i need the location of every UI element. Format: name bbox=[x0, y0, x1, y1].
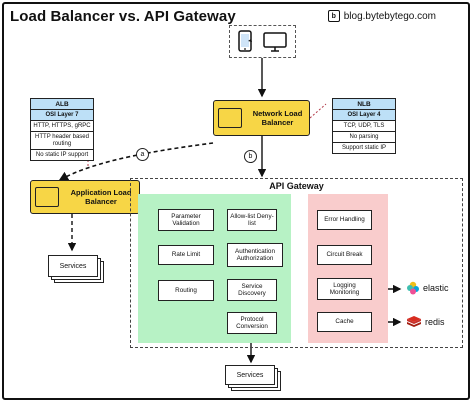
brand[interactable]: b blog.bytebytego.com bbox=[327, 10, 436, 22]
logging-monitoring: Logging Monitoring bbox=[317, 278, 372, 300]
rate-limit: Rate Limit bbox=[158, 245, 214, 265]
alb-card-row: No static IP support bbox=[31, 149, 93, 160]
application-load-balancer-label: Application Load Balancer bbox=[70, 188, 132, 206]
services-bottom: Services bbox=[225, 365, 275, 385]
brand-text: blog.bytebytego.com bbox=[343, 10, 436, 22]
nlb-card-row: TCP, UDP, TLS bbox=[333, 120, 395, 131]
desktop-monitor-icon bbox=[263, 32, 287, 52]
allow-deny-list: Allow-list Deny-list bbox=[227, 209, 277, 231]
api-gateway-title: API Gateway bbox=[269, 181, 324, 191]
nlb-card-row: Support static IP bbox=[333, 142, 395, 153]
services-left: Services bbox=[48, 255, 98, 277]
authentication-authorization: Authentication Authorization bbox=[227, 243, 283, 267]
elastic-logo-icon bbox=[407, 281, 419, 295]
routing: Routing bbox=[158, 280, 214, 301]
redis-label: redis bbox=[425, 317, 445, 327]
clients-icons bbox=[238, 30, 287, 52]
bytebytego-logo-icon: b bbox=[327, 10, 340, 22]
load-balancer-icon bbox=[35, 187, 59, 207]
nlb-card-header: NLB bbox=[333, 99, 395, 109]
mobile-phone-icon bbox=[238, 30, 252, 52]
nlb-card-row: OSI Layer 4 bbox=[333, 109, 395, 120]
application-load-balancer[interactable]: Application Load Balancer bbox=[30, 180, 140, 214]
alb-card-row: HTTP, HTTPS, gRPC bbox=[31, 120, 93, 131]
alb-card-header: ALB bbox=[31, 99, 93, 109]
load-balancer-icon bbox=[218, 108, 242, 128]
diagram-title: Load Balancer vs. API Gateway bbox=[10, 8, 236, 25]
alb-card: ALB OSI Layer 7 HTTP, HTTPS, gRPC HTTP h… bbox=[30, 98, 94, 161]
api-gateway: API Gateway bbox=[130, 178, 463, 348]
nlb-card-row: No parsing bbox=[333, 131, 395, 142]
redis-service: redis bbox=[406, 315, 445, 329]
service-discovery: Service Discovery bbox=[227, 279, 277, 301]
alb-card-row: HTTP header based routing bbox=[31, 131, 93, 149]
parameter-validation: Parameter Validation bbox=[158, 209, 214, 231]
cache: Cache bbox=[317, 312, 372, 332]
circuit-break: Circuit Break bbox=[317, 245, 372, 265]
elastic-label: elastic bbox=[423, 283, 449, 293]
clients-group bbox=[229, 25, 296, 58]
elastic-service: elastic bbox=[406, 281, 449, 295]
network-load-balancer-label: Network Load Balancer bbox=[252, 109, 303, 127]
protocol-conversion: Protocol Conversion bbox=[227, 312, 277, 334]
redis-logo-icon bbox=[407, 316, 421, 327]
path-label-b: b bbox=[244, 150, 257, 163]
alb-card-row: OSI Layer 7 bbox=[31, 109, 93, 120]
error-handling: Error Handling bbox=[317, 210, 372, 230]
nlb-card: NLB OSI Layer 4 TCP, UDP, TLS No parsing… bbox=[332, 98, 396, 154]
network-load-balancer[interactable]: Network Load Balancer bbox=[213, 100, 310, 136]
nlb-card-connector bbox=[309, 103, 327, 119]
path-label-a: a bbox=[136, 148, 149, 161]
arrow-nlb-to-alb bbox=[58, 142, 214, 181]
